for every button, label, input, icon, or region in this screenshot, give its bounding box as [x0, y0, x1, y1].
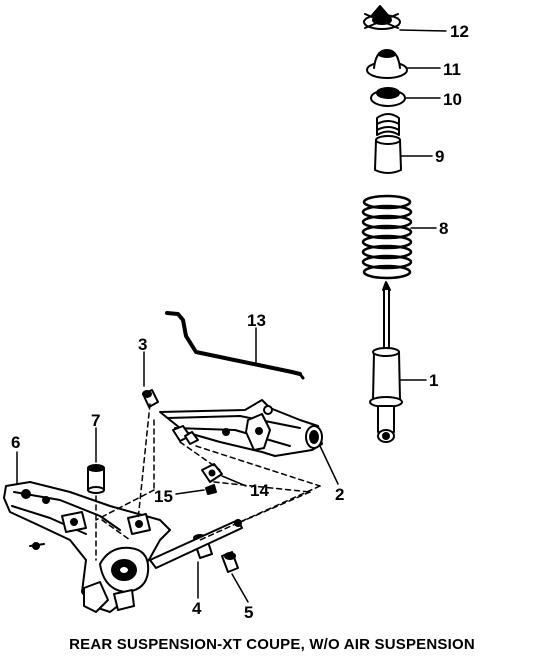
callout-11: 11 [443, 60, 461, 79]
part-6-crossmember [3, 481, 171, 613]
leader-12 [399, 29, 447, 32]
callout-3: 3 [138, 335, 147, 354]
part-8-coil-spring [361, 194, 413, 280]
part-1-shock-absorber [369, 281, 403, 443]
callout-2: 2 [335, 485, 344, 504]
leader-2 [319, 445, 339, 485]
part-3-bushing [142, 389, 159, 408]
callout-labels: 12 11 10 9 8 1 13 3 2 7 6 14 15 4 5 [11, 22, 469, 622]
callout-1: 1 [429, 371, 438, 390]
part-13-stabilizer-bar [165, 311, 305, 380]
callout-5: 5 [244, 603, 253, 622]
part-10-spring-seat [370, 87, 406, 107]
callout-4: 4 [192, 599, 202, 618]
callout-14: 14 [250, 481, 269, 500]
callout-6: 6 [11, 433, 20, 452]
leader-15 [175, 489, 205, 495]
part-11-upper-mount [366, 49, 408, 79]
part-14-clamp [201, 463, 223, 483]
alignment-lines [95, 403, 321, 561]
callout-9: 9 [435, 147, 444, 166]
callout-13: 13 [247, 311, 266, 330]
part-5-bushing [221, 551, 239, 573]
leader-5 [231, 573, 249, 603]
part-9-bump-stop [374, 113, 402, 174]
part-2-trailing-arm [159, 399, 323, 457]
diagram-caption: REAR SUSPENSION-XT COUPE, W/O AIR SUSPEN… [69, 636, 475, 653]
callout-12: 12 [450, 22, 469, 41]
part-12-mount-cap [363, 5, 401, 30]
callout-7: 7 [91, 411, 100, 430]
callout-10: 10 [443, 90, 462, 109]
callout-8: 8 [439, 219, 448, 238]
callout-15: 15 [154, 487, 173, 506]
part-15-bolt [205, 484, 217, 495]
part-7-bump-stop [87, 464, 105, 494]
